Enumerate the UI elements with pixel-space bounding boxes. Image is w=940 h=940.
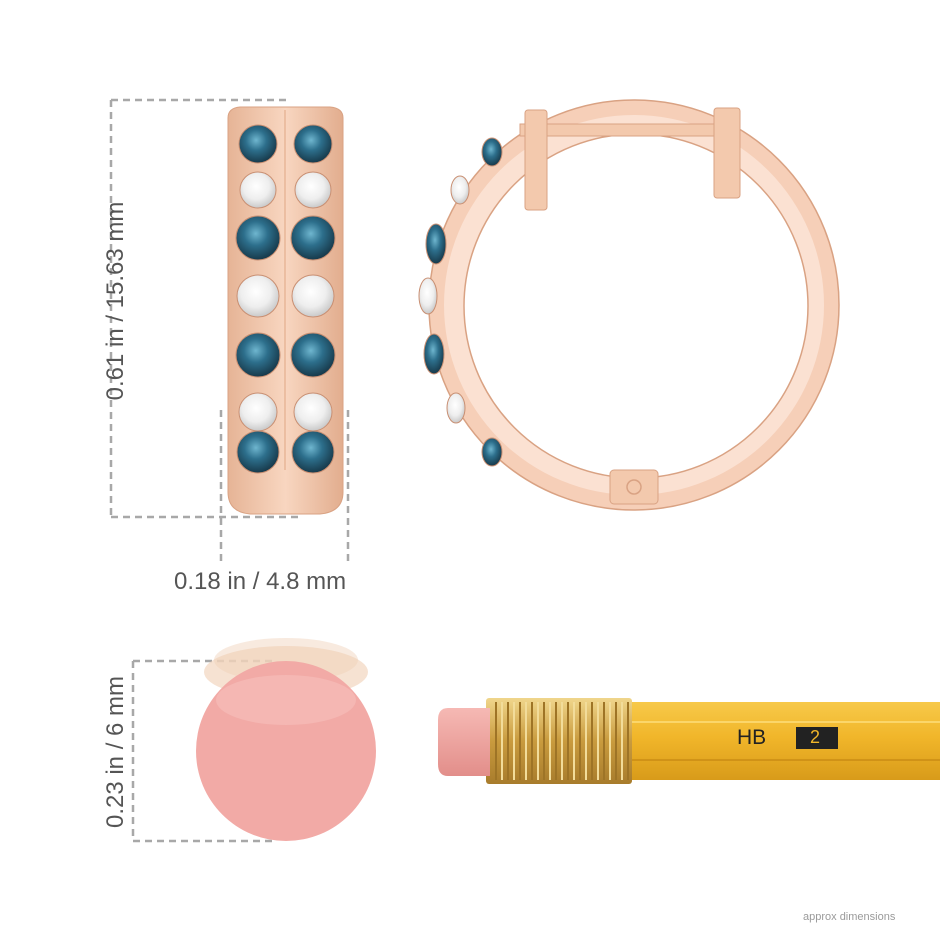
blue-diamond <box>423 333 445 375</box>
blue-diamond <box>293 124 333 164</box>
blue-diamond <box>291 430 335 474</box>
pencil-grade-text: HB <box>737 726 767 749</box>
blue-diamond <box>235 332 281 378</box>
white-diamond <box>238 392 278 432</box>
white-diamond <box>236 274 280 318</box>
earring-front-view <box>227 106 344 515</box>
white-diamond <box>294 171 332 209</box>
blue-diamond <box>290 332 336 378</box>
eraser-end-view <box>196 638 376 841</box>
blue-diamond <box>236 430 280 474</box>
eraser-guide <box>131 659 272 843</box>
white-diamond <box>450 175 470 205</box>
blue-diamond <box>425 223 447 265</box>
pencil-grade-number: 2 <box>810 727 821 747</box>
height-guide <box>109 98 300 519</box>
white-diamond <box>239 171 277 209</box>
blue-diamond <box>481 137 503 167</box>
blue-diamond <box>481 437 503 467</box>
pencil <box>438 698 940 784</box>
blue-diamond <box>238 124 278 164</box>
height-dimension-label: 0.61 in / 15.63 mm <box>102 201 129 401</box>
white-diamond <box>291 274 335 318</box>
white-diamond <box>418 277 438 315</box>
blue-diamond <box>235 215 281 261</box>
width-guide <box>219 410 350 565</box>
blue-diamond <box>290 215 336 261</box>
approx-dimensions-note: approx dimensions <box>803 911 896 923</box>
eraser-dimension-label: 0.23 in / 6 mm <box>102 675 129 829</box>
earring-side-view <box>418 99 840 511</box>
width-dimension-label: 0.18 in / 4.8 mm <box>174 568 347 595</box>
white-diamond <box>293 392 333 432</box>
white-diamond <box>446 392 466 424</box>
